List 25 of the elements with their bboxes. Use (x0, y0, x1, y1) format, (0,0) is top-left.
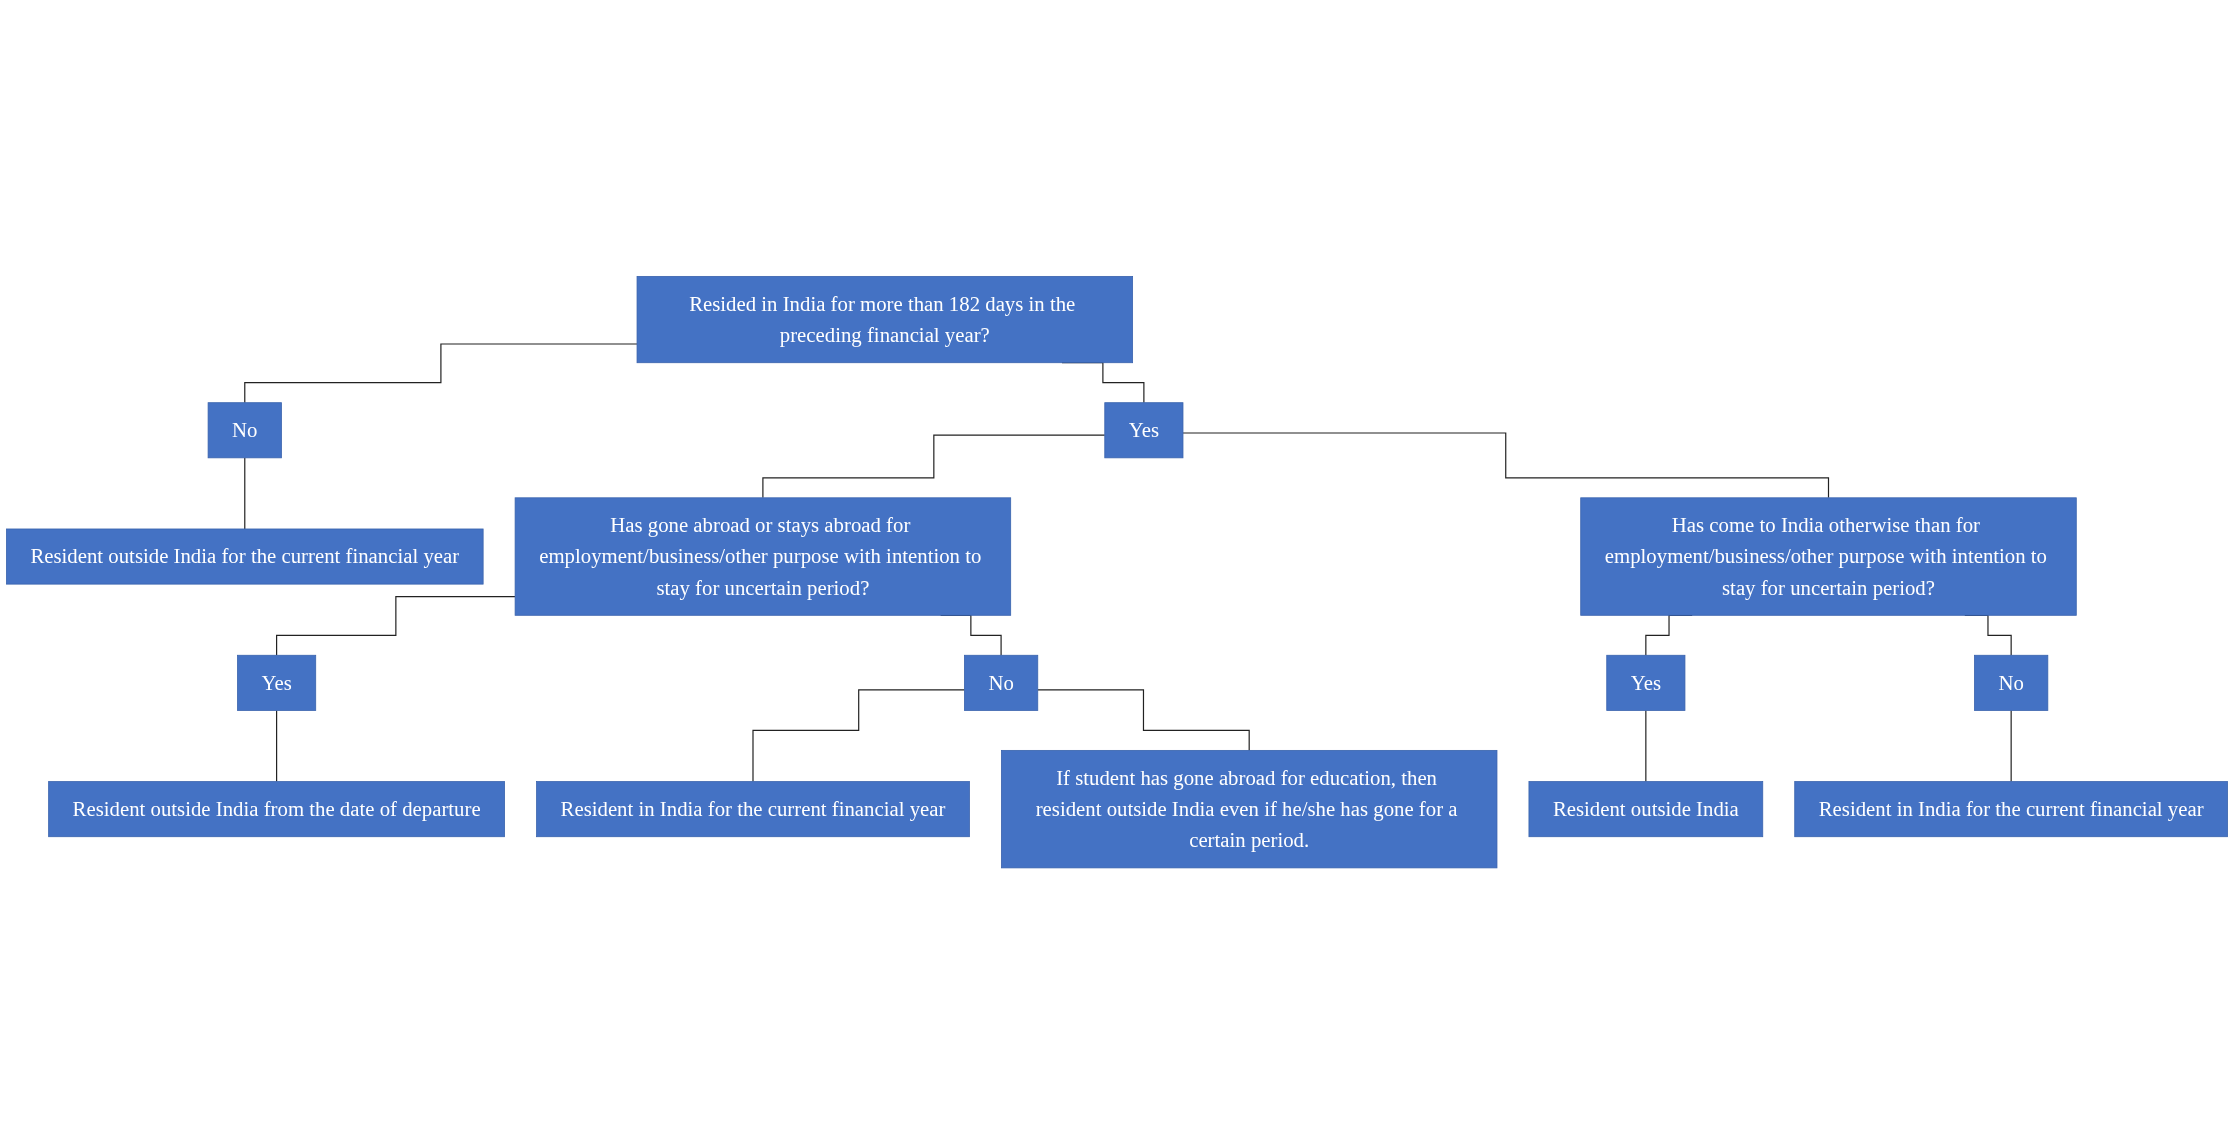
node-box: No (207, 402, 282, 459)
node-box: Resident outside India from the date of departure (48, 781, 505, 837)
node-box: Resident in India for the current financial year (536, 781, 970, 837)
node-box: Has come to India otherwise than for employment/business/other purpose with intention to stay for uncertain period? (1580, 497, 2077, 616)
node-box: Yes (1104, 402, 1184, 459)
connector (2010, 709, 2012, 782)
node-box: Has gone abroad or stays abroad for employment/business/other purpose with intention to stay for uncertain period? (514, 497, 1012, 616)
node-box: If student has gone abroad for education, then resident outside India even if he/she has gone for a certain period. (1001, 749, 1498, 869)
node-box: Yes (1606, 654, 1686, 711)
connector (244, 343, 638, 404)
connector (276, 709, 278, 782)
node-box: Resident in India for the current financial year (1794, 781, 2228, 837)
connector (1182, 432, 1830, 499)
connector (244, 457, 246, 530)
node-box: No (1974, 654, 2049, 711)
connector (1037, 689, 1250, 751)
node-box: Resident outside India for the current financial year (6, 528, 484, 585)
connector (276, 595, 516, 656)
connector (752, 689, 965, 782)
connector (1645, 709, 1647, 782)
connector (762, 434, 1106, 499)
node-box: Resided in India for more than 182 days in the preceding financial year? (636, 275, 1133, 363)
node-box: Resident outside India (1528, 781, 1764, 837)
node-box: Yes (237, 654, 317, 711)
node-box: No (964, 654, 1039, 711)
